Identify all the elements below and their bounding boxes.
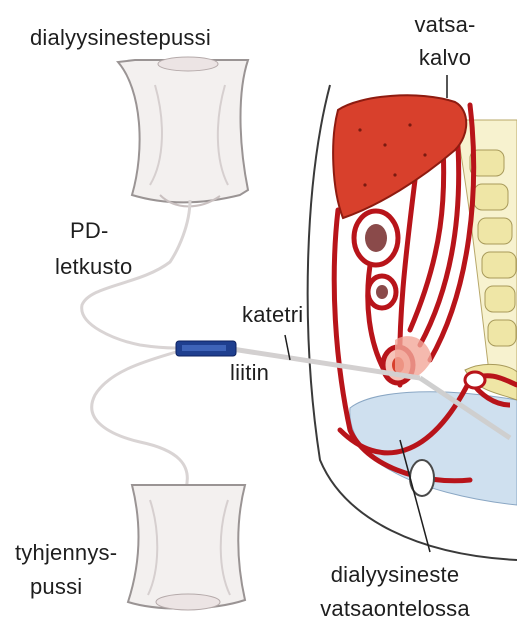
fluid-in-cavity-label-line1: dialyysineste — [280, 562, 510, 587]
connector-label: liitin — [230, 360, 269, 385]
fluid-bag-graphic — [118, 57, 248, 206]
drain-bag-graphic — [128, 485, 245, 610]
pd-tubing-label-line2: letkusto — [55, 254, 132, 279]
pd-tubing-label-line1: PD- — [70, 218, 109, 243]
pd-tubing — [82, 200, 190, 488]
drain-bag-label-line1: tyhjennys- — [15, 540, 117, 565]
fluid-bag-label: dialyysinestepussi — [30, 25, 211, 50]
drain-bag-label-line2: pussi — [30, 574, 82, 599]
peritoneum-label-line2: kalvo — [400, 45, 490, 70]
liver — [333, 95, 466, 218]
peritoneum-label-line1: vatsa- — [400, 12, 490, 37]
fluid-in-cavity-label-line2: vatsaontelossa — [280, 596, 510, 621]
catheter-label: katetri — [242, 302, 303, 327]
